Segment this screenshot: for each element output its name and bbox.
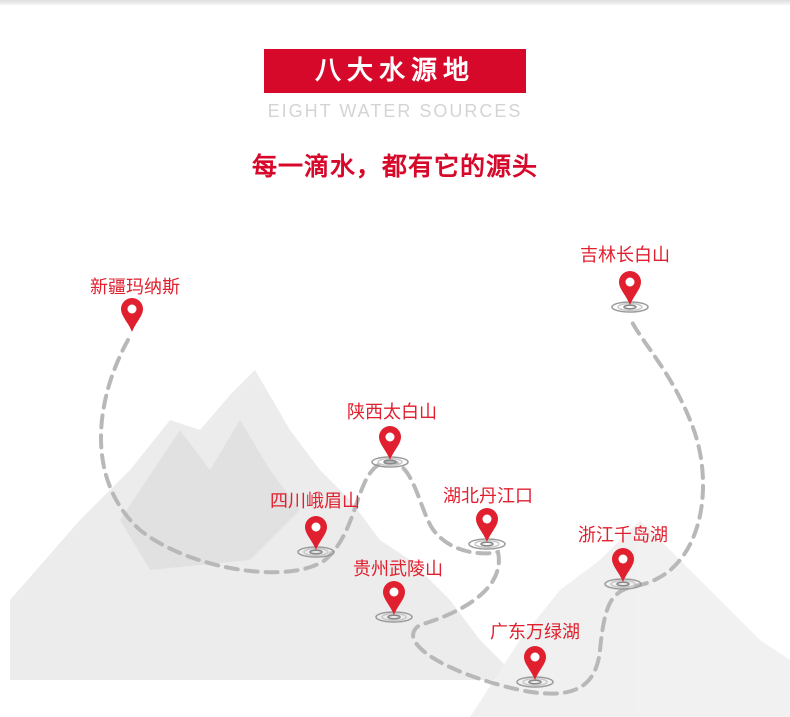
map-pin-icon — [379, 426, 401, 460]
map-pin-icon — [305, 516, 327, 550]
location-label: 四川峨眉山 — [270, 491, 360, 512]
location-label: 湖北丹江口 — [443, 486, 533, 507]
pin-base-ring — [623, 304, 637, 310]
location-pin-8 — [516, 646, 554, 688]
map-pin-icon — [476, 508, 498, 542]
pin-center-dot — [311, 522, 321, 532]
location-label: 广东万绿湖 — [490, 622, 580, 643]
map-pin-icon — [619, 271, 641, 305]
pin-base-ring — [616, 581, 630, 587]
location-pin-3 — [371, 426, 409, 468]
location-label: 新疆玛纳斯 — [90, 277, 180, 298]
route-dashed-line — [99, 316, 706, 696]
pin-base-ring — [480, 541, 494, 547]
mountain-ridge — [120, 420, 300, 570]
section-title: 八大水源地 — [264, 49, 526, 93]
pin-center-dot — [625, 277, 635, 287]
pin-center-dot — [618, 554, 628, 564]
pin-base-ring — [387, 614, 401, 620]
slogan: 每一滴水，都有它的源头 — [251, 152, 538, 181]
location-pin-7 — [375, 581, 413, 623]
pin-base-ring — [383, 459, 397, 465]
map-pin-icon — [612, 548, 634, 582]
pin-center-dot — [389, 587, 399, 597]
map-pin-icon — [524, 646, 546, 680]
location-pin-6 — [604, 548, 642, 590]
pin-center-dot — [385, 432, 395, 442]
mountain-right — [470, 520, 790, 717]
location-pin-2 — [611, 271, 649, 313]
pin-center-dot — [530, 652, 540, 662]
location-label: 吉林长白山 — [580, 245, 670, 266]
map-pin-icon — [383, 581, 405, 615]
top-divider — [0, 0, 790, 5]
location-label: 贵州武陵山 — [353, 559, 443, 580]
section-subtitle: EIGHT WATER SOURCES — [267, 101, 523, 121]
location-label: 陕西太白山 — [347, 402, 437, 423]
pin-center-dot — [127, 304, 137, 314]
location-label: 浙江千岛湖 — [578, 525, 668, 546]
location-pin-4 — [297, 516, 335, 558]
location-pin-5 — [468, 508, 506, 550]
map-pin-icon — [121, 298, 143, 332]
pin-base-ring — [528, 679, 542, 685]
pin-center-dot — [482, 514, 492, 524]
location-pin-1 — [121, 298, 143, 332]
pin-base-ring — [309, 549, 323, 555]
